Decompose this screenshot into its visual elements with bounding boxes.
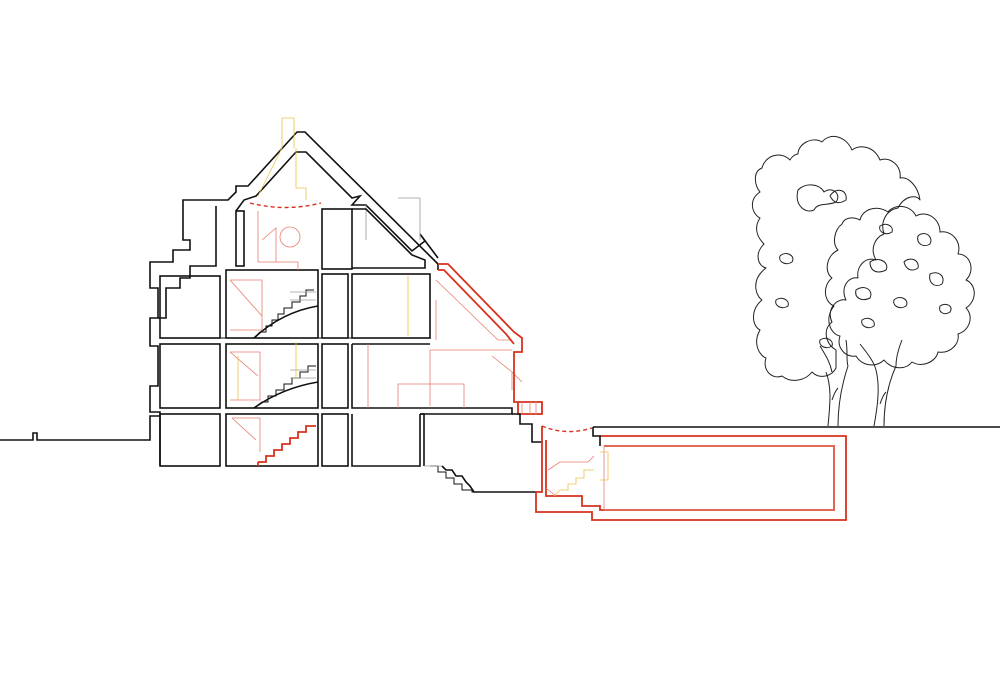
tree-canopy-front	[825, 206, 975, 369]
ground-line	[0, 415, 1000, 441]
left-facade	[149, 206, 217, 465]
new-interior-lines	[229, 211, 523, 452]
tree	[752, 135, 975, 427]
new-facade	[438, 263, 543, 415]
tree-canopy-back	[752, 135, 921, 381]
central-stair	[253, 289, 319, 466]
roof	[182, 117, 439, 270]
tree-trunk-right	[873, 365, 897, 427]
terrace-steps	[420, 413, 542, 493]
tree-trunk-left	[825, 365, 849, 427]
underground-annex	[535, 425, 847, 521]
rooms-existing	[159, 208, 513, 467]
